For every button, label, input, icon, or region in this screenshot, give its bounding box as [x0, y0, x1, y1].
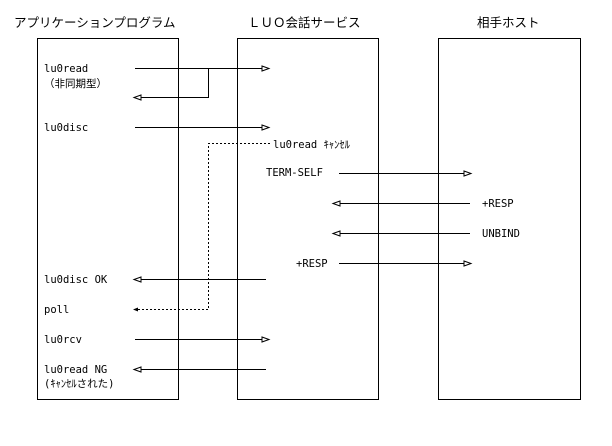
label-lu0read: lu0read — [44, 63, 88, 75]
header-luo-service: ＬＵＯ会話サービス — [248, 15, 361, 30]
label-unbind: UNBIND — [482, 228, 520, 240]
label-lu0read-ng: lu0read NG — [44, 364, 107, 376]
header-application-program: アプリケーションプログラム — [14, 15, 176, 30]
header-partner-host: 相手ホスト — [477, 15, 540, 30]
label-lu0disc: lu0disc — [44, 122, 88, 134]
label-cancelled: (ｷｬﾝｾﾙされた) — [44, 378, 114, 390]
arrow-resp-to-host — [339, 260, 473, 267]
arrow-lu0disc-ok — [132, 276, 266, 283]
label-lu0disc-ok: lu0disc OK — [44, 274, 108, 286]
label-term-self: TERM-SELF — [266, 167, 323, 179]
label-lu0rcv: lu0rcv — [44, 334, 82, 346]
arrow-lu0read-request — [135, 65, 271, 72]
arrow-term-self — [339, 170, 473, 177]
label-lu0read-async: （非同期型） — [44, 77, 107, 90]
label-resp-from-host: +RESP — [482, 198, 514, 210]
arrow-resp-from-host — [331, 200, 470, 207]
arrow-unbind — [331, 230, 470, 237]
arrow-lu0read-ng — [132, 366, 266, 373]
arrow-lu0read-immediate-return — [132, 68, 209, 101]
arrow-lu0read-cancel-poll — [133, 143, 270, 312]
partner-host-box — [438, 38, 581, 400]
application-box — [37, 38, 179, 400]
arrow-lu0disc-request — [135, 124, 271, 131]
luo-service-box — [237, 38, 379, 400]
arrow-lu0rcv-request — [135, 336, 271, 343]
label-lu0read-cancel: lu0read ｷｬﾝｾﾙ — [273, 139, 351, 151]
label-poll: poll — [44, 304, 69, 316]
label-resp-to-host: +RESP — [296, 258, 328, 270]
